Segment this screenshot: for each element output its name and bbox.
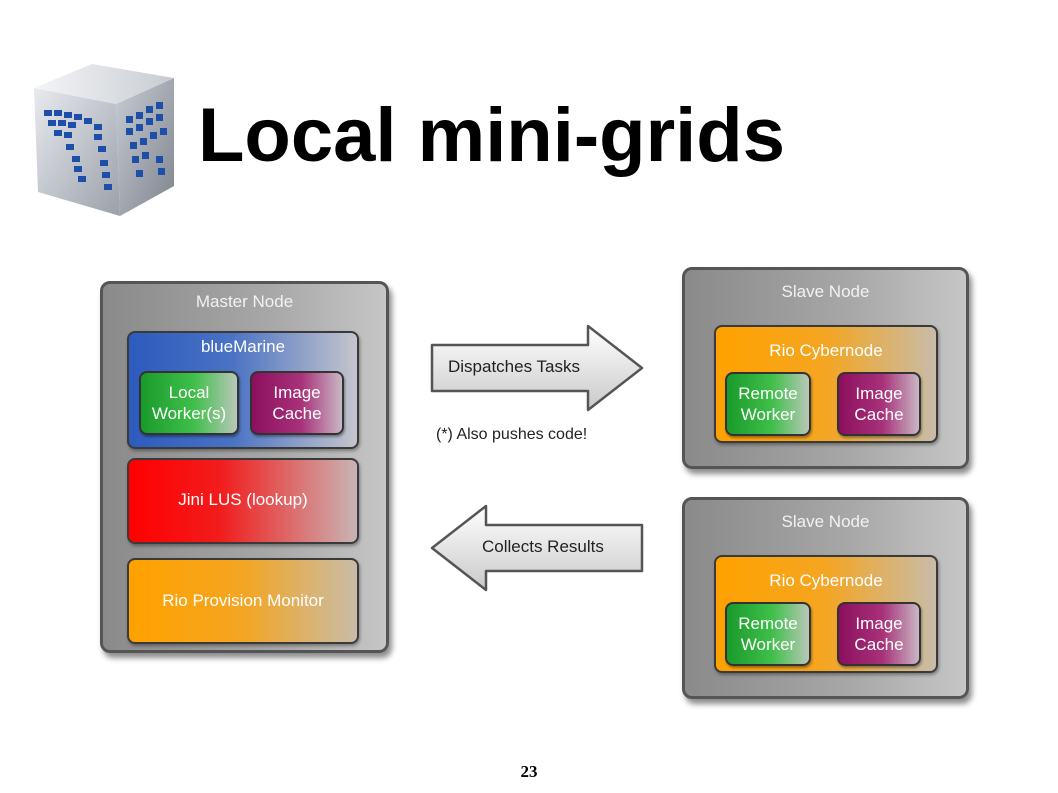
bluemarine-label: blueMarine (200, 337, 286, 356)
rio-provision-monitor-box: Rio Provision Monitor (127, 558, 359, 644)
local-worker-box: Local Worker(s) (139, 371, 239, 435)
dispatch-note: (*) Also pushes code! (436, 426, 588, 443)
dispatch-arrow: Dispatches Tasks (428, 323, 646, 413)
collect-label: Collects Results (482, 537, 604, 556)
local-worker-label: Local Worker(s) (151, 383, 227, 423)
slide-title: Local mini-grids (198, 93, 785, 178)
master-node-label: Master Node (195, 292, 294, 311)
dispatch-label: Dispatches Tasks (448, 357, 580, 376)
world-map-cube-icon (24, 60, 194, 220)
slave-node-2: Slave Node Rio Cybernode Remote Worker I… (682, 497, 969, 699)
jini-lus-label: Jini LUS (lookup) (178, 490, 308, 509)
remote-worker-1-label: Remote Worker (738, 384, 798, 424)
remote-worker-1-box: Remote Worker (725, 372, 811, 436)
slave-node-1: Slave Node Rio Cybernode Remote Worker I… (682, 267, 969, 469)
master-image-cache-box: Image Cache (250, 371, 344, 435)
bluemarine-box: blueMarine Local Worker(s) Image Cache (127, 331, 359, 449)
slave-1-image-cache-box: Image Cache (837, 372, 921, 436)
remote-worker-2-label: Remote Worker (738, 614, 798, 654)
collect-arrow: Collects Results (428, 503, 646, 593)
master-node: Master Node blueMarine Local Worker(s) I… (100, 281, 389, 653)
cybernode-1-label: Rio Cybernode (769, 341, 883, 360)
page-number: 23 (520, 762, 538, 781)
slave-node-2-label: Slave Node (781, 512, 870, 531)
jini-lus-box: Jini LUS (lookup) (127, 458, 359, 544)
cybernode-1-box: Rio Cybernode Remote Worker Image Cache (714, 325, 938, 443)
slave-2-image-cache-box: Image Cache (837, 602, 921, 666)
rio-provision-monitor-label: Rio Provision Monitor (162, 591, 324, 610)
master-image-cache-label: Image Cache (272, 383, 322, 423)
cybernode-2-label: Rio Cybernode (769, 571, 883, 590)
slave-2-image-cache-label: Image Cache (854, 614, 904, 654)
remote-worker-2-box: Remote Worker (725, 602, 811, 666)
slave-1-image-cache-label: Image Cache (854, 384, 904, 424)
cybernode-2-box: Rio Cybernode Remote Worker Image Cache (714, 555, 938, 673)
slave-node-1-label: Slave Node (781, 282, 870, 301)
